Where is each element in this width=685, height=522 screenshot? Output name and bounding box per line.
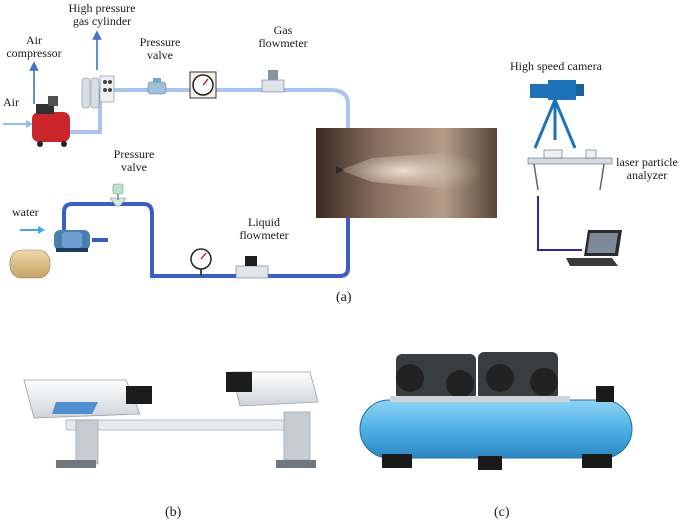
laptop-icon xyxy=(566,230,622,266)
gas-flowmeter-icon xyxy=(261,70,285,93)
label-air: Air xyxy=(3,95,19,109)
caption-c: (c) xyxy=(494,505,510,520)
label-liquid-flowmeter: Liquid flowmeter xyxy=(239,215,289,243)
spray-photograph xyxy=(316,128,497,218)
label-high-speed-camera: High speed camera xyxy=(510,59,602,73)
high-speed-camera-icon xyxy=(530,80,584,149)
caption-b: (b) xyxy=(165,505,182,520)
water-pressure-valve-icon xyxy=(109,183,127,207)
laser-particle-analyzer-photo xyxy=(23,371,319,468)
gas-pressure-gauge-icon xyxy=(189,71,217,99)
air-compressor-photo xyxy=(359,352,633,470)
label-pressure-valve-gas: Pressure valve xyxy=(139,35,181,63)
label-laser-particle-analyzer: laser particle analyzer xyxy=(616,155,678,183)
air-compressor-icon xyxy=(32,96,70,147)
laser-analyzer-icon xyxy=(527,149,613,191)
air-inlet-arrow xyxy=(3,120,33,128)
label-water: water xyxy=(12,205,39,219)
water-inlet-arrow xyxy=(20,226,45,234)
label-high-pressure-gas-cylinder: High pressure gas cylinder xyxy=(68,1,136,29)
water-tank-icon xyxy=(9,249,51,279)
label-air-compressor: Air compressor xyxy=(6,33,62,61)
label-gas-flowmeter: Gas flowmeter xyxy=(258,23,308,51)
gas-pressure-valve-icon xyxy=(147,78,167,95)
water-pressure-gauge-icon xyxy=(190,248,212,276)
gas-cylinder-icon xyxy=(81,75,115,109)
data-cable xyxy=(537,196,582,251)
caption-a: (a) xyxy=(336,290,352,305)
label-pressure-valve-water: Pressure valve xyxy=(113,147,155,175)
water-pump-icon xyxy=(54,230,90,252)
water-pipe-line xyxy=(62,202,350,278)
gas-pipe-line xyxy=(68,88,350,134)
liquid-flowmeter-icon xyxy=(235,256,269,279)
